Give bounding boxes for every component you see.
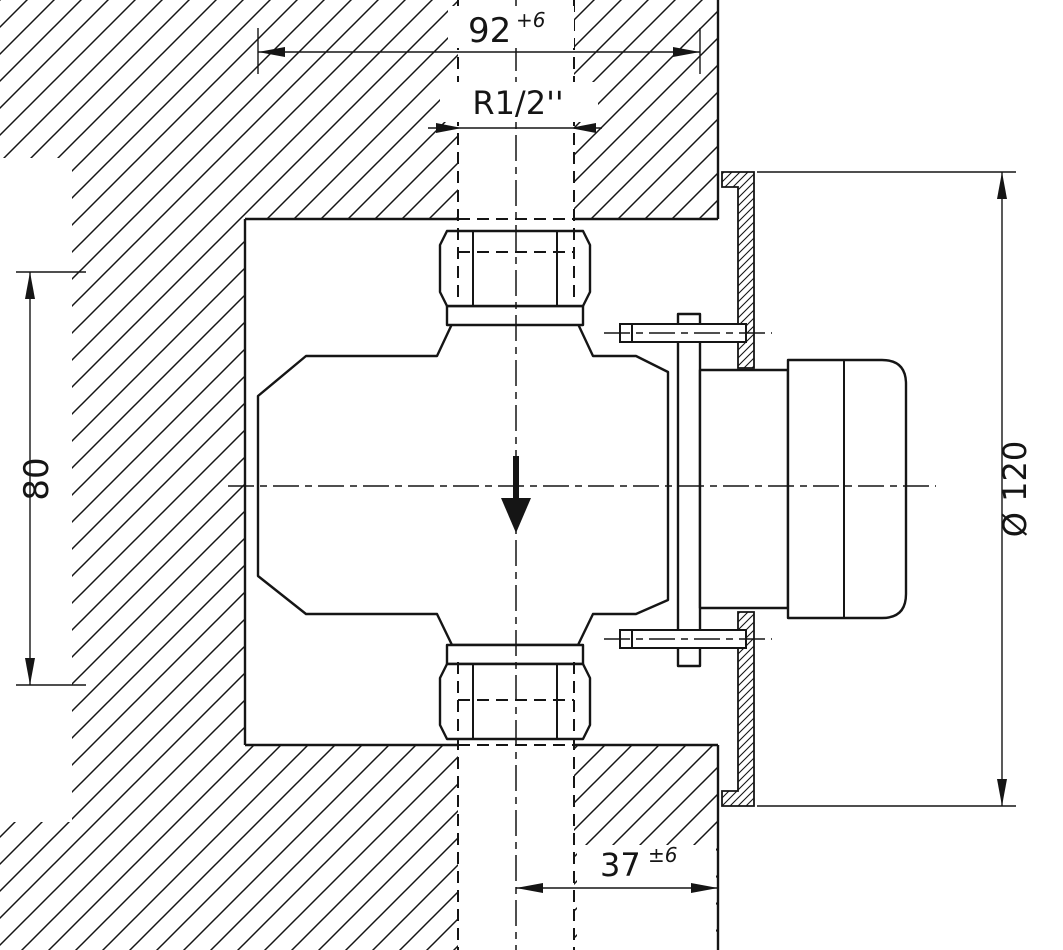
button-cap [786, 358, 908, 620]
dim-arrowhead [516, 883, 543, 893]
top-hex-nut [438, 229, 592, 308]
label-thread: R1/2'' [472, 84, 563, 122]
pipe-bottom-hidden [457, 662, 575, 950]
mounting-flange [676, 312, 702, 668]
label-wall-offset: 37 [600, 846, 641, 884]
button-housing [698, 368, 790, 610]
dim-ext-lines [757, 171, 1016, 807]
valve-body-outline [256, 322, 670, 647]
bottom-hex-nut [438, 662, 592, 741]
flow-arrow-head [501, 498, 531, 533]
dim-plate-diameter [757, 171, 1016, 807]
clearing-bottom-dim [577, 845, 716, 950]
label-recess-height: 80 [17, 457, 57, 500]
dim-ext-lines [16, 271, 86, 686]
label-recess-width: 92 [468, 11, 511, 51]
screw-center-lines [604, 332, 772, 640]
push-button-assembly [676, 312, 908, 668]
label-plate-diameter: Ø 120 [996, 441, 1034, 537]
dim-arrowhead [258, 47, 285, 57]
cover-plate-bottom-section [721, 611, 755, 807]
top-hex-nut-facets [472, 231, 558, 306]
label-recess-width-tol: +6 [516, 8, 545, 32]
cover-plate-top-section [721, 171, 755, 369]
flow-direction-arrow [501, 456, 531, 533]
cover-plate [721, 171, 755, 807]
dim-recess-height [16, 271, 86, 686]
dim-arrowhead [997, 779, 1007, 806]
dim-arrowhead [570, 123, 596, 133]
bottom-hex-nut-facets [472, 664, 558, 739]
dimension-labels: 92 +6 R1/2'' 80 Ø 120 37 ±6 [17, 6, 1034, 884]
dim-arrowhead [436, 123, 462, 133]
label-halo [448, 6, 574, 48]
dim-ext-lines [257, 28, 701, 74]
bottom-washer [445, 643, 585, 666]
dimensions [16, 28, 1016, 893]
pipe-hidden-lines [457, 0, 575, 950]
dim-arrowhead [673, 47, 700, 57]
dim-arrowhead [691, 883, 718, 893]
dim-arrowhead [25, 658, 35, 685]
dim-arrowhead [25, 272, 35, 299]
dim-thread [428, 123, 602, 133]
pipe-top-hidden [457, 0, 575, 300]
label-wall-offset-tol: ±6 [648, 843, 677, 867]
top-washer [445, 304, 585, 327]
clearing-left-dim [0, 158, 72, 822]
label-halo [440, 82, 598, 122]
dim-wall-offset [516, 883, 718, 893]
valve-body [256, 229, 670, 741]
dim-recess-width [257, 28, 701, 74]
pipe-top-hidden-cross [458, 218, 574, 253]
dim-arrowhead [997, 172, 1007, 199]
